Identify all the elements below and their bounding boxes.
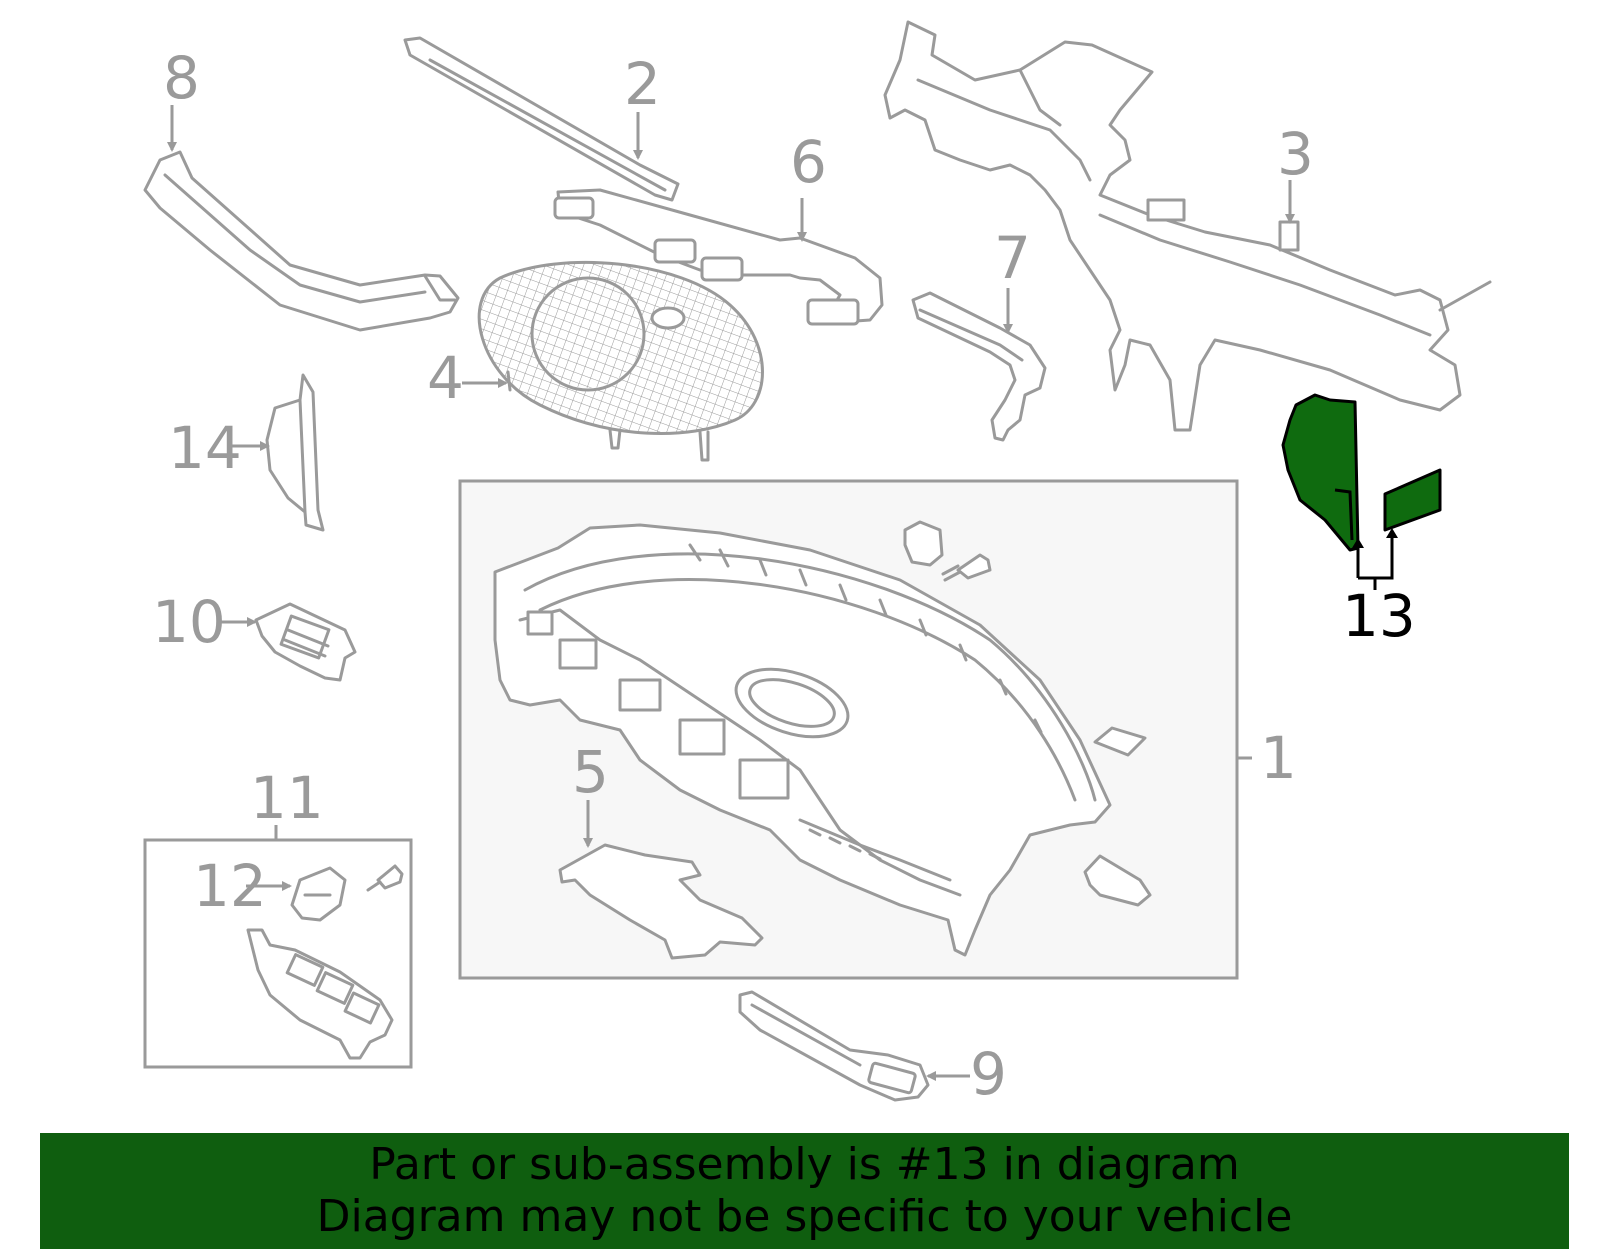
part-5-lower-panel[interactable] bbox=[558, 843, 764, 960]
callout-12: 12 bbox=[193, 852, 267, 920]
callout-3: 3 bbox=[1277, 120, 1314, 188]
clip-top[interactable] bbox=[903, 520, 944, 567]
clip-bottom-right[interactable] bbox=[1083, 854, 1152, 907]
screw-top[interactable] bbox=[941, 553, 992, 582]
part-6-vent-duct[interactable] bbox=[553, 188, 884, 326]
callout-7: 7 bbox=[994, 224, 1031, 292]
part-3-crossmember[interactable] bbox=[883, 20, 1492, 432]
callout-6: 6 bbox=[790, 128, 827, 196]
callout-11: 11 bbox=[250, 764, 324, 832]
part-13-highlight[interactable] bbox=[1281, 393, 1442, 552]
part-7-duct[interactable] bbox=[911, 291, 1047, 442]
leader-13 bbox=[1352, 528, 1398, 590]
callout-5: 5 bbox=[572, 738, 609, 806]
callout-8: 8 bbox=[163, 44, 200, 112]
part-1-instrument-panel[interactable] bbox=[493, 523, 1112, 957]
part-14-side-panel[interactable] bbox=[265, 373, 325, 532]
clip-right[interactable] bbox=[1093, 726, 1147, 757]
callout-2: 2 bbox=[624, 50, 661, 118]
part-8-duct[interactable] bbox=[143, 150, 460, 332]
info-banner: Part or sub-assembly is #13 in diagram D… bbox=[40, 1133, 1569, 1249]
part-11-switch[interactable] bbox=[246, 928, 394, 1060]
callout-14: 14 bbox=[168, 414, 242, 482]
banner-line-1: Part or sub-assembly is #13 in diagram bbox=[369, 1139, 1240, 1190]
part-12-clip[interactable] bbox=[290, 866, 347, 922]
screw-11[interactable] bbox=[366, 864, 404, 892]
part-2-trim-strip[interactable] bbox=[403, 36, 680, 202]
part-10-vent[interactable] bbox=[254, 602, 357, 682]
banner-line-2: Diagram may not be specific to your vehi… bbox=[316, 1191, 1293, 1242]
part-4-grille[interactable] bbox=[477, 260, 764, 462]
callout-1: 1 bbox=[1260, 724, 1297, 792]
callout-10: 10 bbox=[152, 588, 226, 656]
callout-13: 13 bbox=[1342, 582, 1416, 650]
callout-4: 4 bbox=[427, 344, 464, 412]
callout-9: 9 bbox=[970, 1040, 1007, 1108]
part-9-trim[interactable] bbox=[738, 990, 930, 1102]
